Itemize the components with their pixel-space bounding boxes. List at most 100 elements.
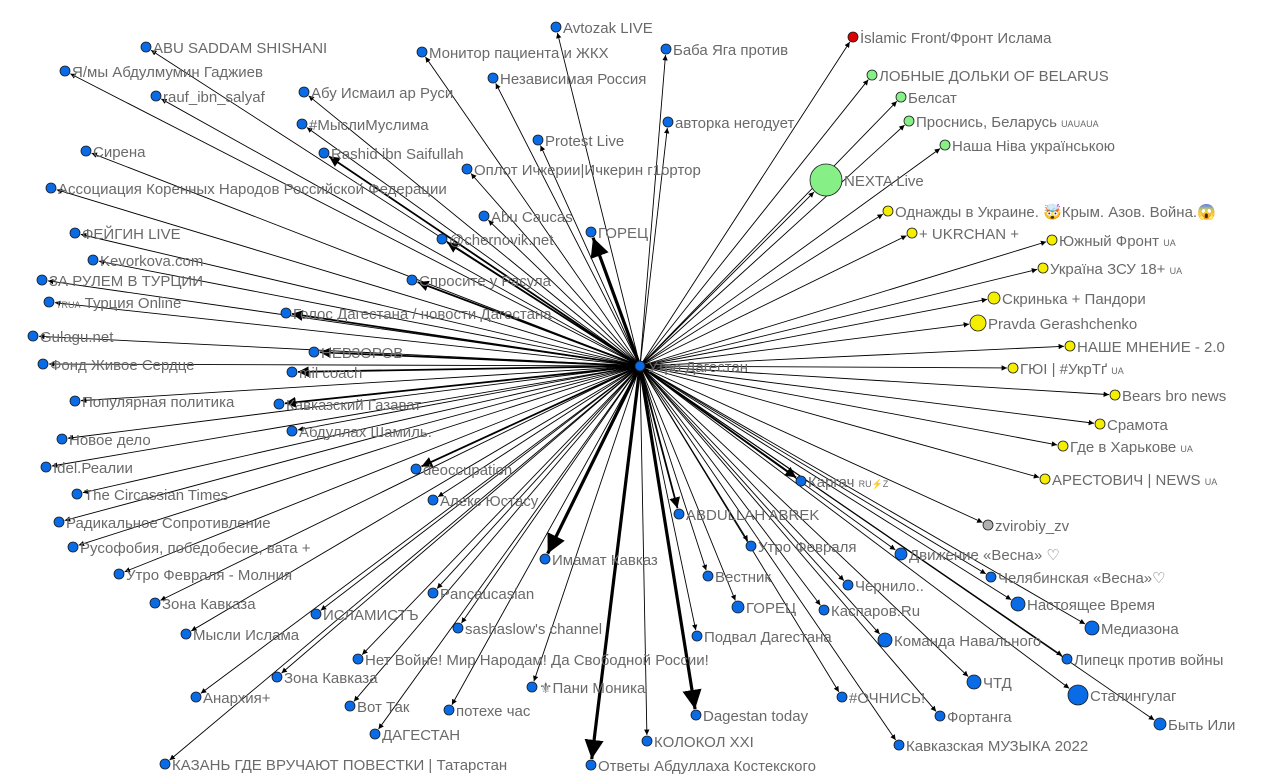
node-circle[interactable] [487, 72, 499, 84]
graph-node[interactable]: mil coach [286, 365, 362, 382]
graph-node[interactable]: КАЗАНЬ ГДЕ ВРУЧАЮТ ПОВЕСТКИ | Татарстан [159, 757, 507, 774]
node-circle[interactable] [969, 314, 987, 332]
node-circle[interactable] [818, 604, 830, 616]
node-circle[interactable] [478, 210, 490, 222]
graph-node[interactable]: Каспаров.Ru [818, 603, 920, 620]
node-circle[interactable] [27, 330, 39, 342]
node-circle[interactable] [286, 366, 298, 378]
graph-node[interactable]: Abu Caucas [478, 209, 573, 226]
graph-node[interactable]: Спросите у Расула [406, 273, 552, 290]
graph-node[interactable]: Баба Яга против [660, 42, 788, 59]
graph-node[interactable]: @chernovik.net [436, 232, 554, 249]
node-circle[interactable] [443, 704, 455, 716]
node-circle[interactable] [452, 622, 464, 634]
graph-node[interactable]: Алекс Юстасу [427, 493, 539, 510]
graph-node[interactable]: #ОЧНИСЬ! [836, 690, 925, 707]
node-circle[interactable] [882, 205, 894, 217]
graph-node[interactable]: Абу Исмаил ар Руси [298, 85, 453, 102]
graph-node[interactable]: Где в Харькове UA [1057, 439, 1193, 456]
graph-node[interactable]: Зона Кавказа [271, 670, 378, 687]
node-circle[interactable] [895, 91, 907, 103]
graph-node[interactable]: ФЕЙГИН LIVE [69, 225, 181, 243]
node-circle[interactable] [1010, 596, 1026, 612]
node-circle[interactable] [532, 134, 544, 146]
node-circle[interactable] [691, 630, 703, 642]
graph-node[interactable]: Команда Навального [877, 632, 1041, 650]
node-circle[interactable] [59, 65, 71, 77]
graph-node[interactable]: Наша Ніва українською [939, 138, 1115, 155]
node-circle[interactable] [410, 463, 422, 475]
graph-node[interactable]: АРЕСТОВИЧ | NEWS UA [1039, 472, 1217, 489]
graph-node[interactable]: Фортанга [934, 709, 1012, 726]
graph-node[interactable]: ЛОБНЫЕ ДОЛЬКИ OF BELARUS [866, 68, 1109, 85]
node-circle[interactable] [985, 571, 997, 583]
graph-node[interactable]: Движение «Весна» ♡ [894, 547, 1060, 564]
graph-node[interactable]: авторка негодует [662, 115, 794, 132]
graph-node[interactable]: zvirobiy_zv [982, 518, 1070, 535]
graph-node[interactable]: İslamic Front/Фронт Ислама [847, 29, 1052, 47]
node-circle[interactable] [318, 147, 330, 159]
graph-node[interactable]: ABDULLAH ABREK [673, 507, 819, 524]
node-circle[interactable] [934, 710, 946, 722]
node-circle[interactable] [585, 759, 597, 771]
graph-node[interactable]: ДАГЕСТАН [369, 727, 460, 744]
node-circle[interactable] [344, 700, 356, 712]
node-circle[interactable] [641, 735, 653, 747]
graph-node[interactable]: Радикальное Сопротивление [53, 515, 271, 532]
node-circle[interactable] [1064, 340, 1076, 352]
center-node-circle[interactable] [634, 360, 646, 372]
node-circle[interactable] [1061, 653, 1073, 665]
node-circle[interactable] [982, 519, 994, 531]
graph-node[interactable]: Монитор пациента и ЖКХ [416, 45, 609, 62]
node-circle[interactable] [69, 227, 81, 239]
node-circle[interactable] [836, 691, 848, 703]
graph-node[interactable]: Анархия+ [190, 690, 271, 707]
node-circle[interactable] [1084, 620, 1100, 636]
node-circle[interactable] [847, 31, 859, 43]
graph-node[interactable]: Фонд Живое Сердце [37, 357, 195, 374]
graph-node[interactable]: ЗА РУЛЕМ В ТУРЦИИ [36, 273, 203, 290]
graph-node[interactable]: Вестник [702, 569, 771, 586]
graph-node[interactable]: Україна ЗСУ 18+ UA [1037, 261, 1182, 278]
node-circle[interactable] [296, 118, 308, 130]
graph-node[interactable]: Idel.Реалии [40, 460, 133, 477]
node-circle[interactable] [1039, 473, 1051, 485]
graph-node[interactable]: Новое дело [56, 432, 151, 449]
node-circle[interactable] [1153, 717, 1167, 731]
graph-node[interactable]: НАШЕ МНЕНИЕ - 2.0 [1064, 339, 1225, 356]
node-circle[interactable] [809, 163, 843, 197]
node-circle[interactable] [1094, 418, 1106, 430]
graph-node[interactable]: Сирена [80, 144, 146, 161]
graph-node[interactable]: ГОРЕЦ [731, 600, 796, 617]
node-circle[interactable] [53, 516, 65, 528]
node-circle[interactable] [308, 346, 320, 358]
graph-node[interactable]: rauf_ibn_salyaf [150, 89, 266, 106]
graph-node[interactable]: Скринька + Пандори [987, 291, 1146, 308]
graph-node[interactable]: Ответы Абдуллаха Костекского [585, 758, 816, 775]
graph-node[interactable]: Оплот Ичкерии|Ичкерин г1ортор [461, 162, 701, 179]
graph-node[interactable]: Avtozak LIVE [550, 20, 653, 37]
graph-node[interactable]: Pancaucasian [427, 586, 534, 603]
node-circle[interactable] [280, 307, 292, 319]
node-circle[interactable] [966, 674, 982, 690]
node-circle[interactable] [662, 116, 674, 128]
graph-node[interactable]: Южный Фронт UA [1046, 233, 1176, 250]
graph-node[interactable]: ГЮI | #УкрТґ UA [1007, 361, 1124, 378]
node-circle[interactable] [745, 540, 757, 552]
graph-node[interactable]: Зона Кавказа [149, 596, 256, 613]
node-circle[interactable] [427, 494, 439, 506]
node-circle[interactable] [271, 671, 283, 683]
node-circle[interactable] [67, 541, 79, 553]
node-circle[interactable] [673, 508, 685, 520]
graph-node[interactable]: Голос Дагестана / новости Дагестана [280, 306, 552, 323]
graph-node[interactable]: Ассоциация Коренных Народов Российской Ф… [45, 181, 447, 198]
graph-node[interactable]: Dagestan today [690, 708, 809, 725]
graph-node[interactable]: Каргач RU⚡Z [795, 474, 889, 491]
graph-node[interactable]: Кавказский Газават [273, 397, 421, 414]
node-circle[interactable] [37, 358, 49, 370]
node-circle[interactable] [731, 600, 745, 614]
graph-node[interactable]: Нет Войне! Мир Народам! Да Свободной Рос… [352, 652, 709, 669]
graph-node[interactable]: Настоящее Время [1010, 596, 1155, 614]
node-circle[interactable] [903, 115, 915, 127]
graph-node[interactable]: потехе час [443, 703, 531, 720]
